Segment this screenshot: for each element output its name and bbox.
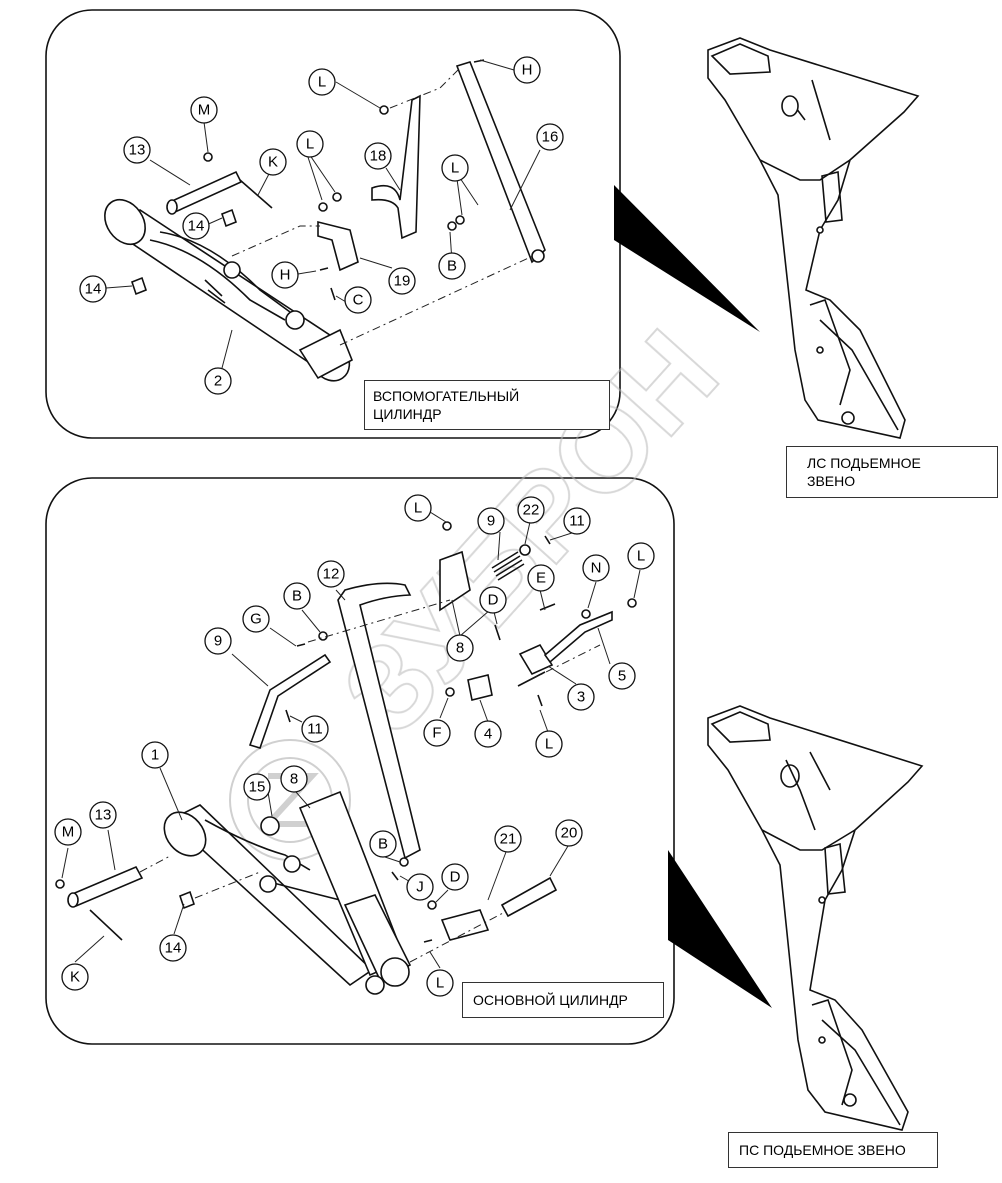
main-cylinder-panel-frame <box>45 477 675 1045</box>
left-caption-line2: ЗВЕНО <box>807 473 856 489</box>
callout-J: J <box>416 879 424 896</box>
callout-L: L <box>451 160 459 177</box>
callout-M: M <box>62 824 75 841</box>
callout-G: G <box>250 611 262 628</box>
callout-8: 8 <box>290 771 298 788</box>
aux-link-18 <box>371 94 421 240</box>
aux-cylinder-caption: ВСПОМОГАТЕЛЬНЫЙ ЦИЛИНДР <box>364 380 610 430</box>
main-plate-21 <box>440 909 490 941</box>
callout-H: H <box>280 267 291 284</box>
callout-L: L <box>318 74 326 91</box>
callout-L: L <box>306 136 314 153</box>
callout-14: 14 <box>188 218 205 235</box>
callout-B: B <box>378 836 388 853</box>
callout-2: 2 <box>214 373 222 390</box>
right-caption-text: ПС ПОДЬЕМНОЕ ЗВЕНО <box>739 1142 906 1158</box>
callout-L: L <box>545 736 553 753</box>
aux-cylinder-drawing <box>104 59 546 382</box>
callout-K: K <box>70 969 80 986</box>
aux-caption-line2: ЦИЛИНДР <box>373 406 442 422</box>
callout-21: 21 <box>500 831 517 848</box>
callout-B: B <box>292 588 302 605</box>
callout-C: C <box>353 292 364 309</box>
callout-4: 4 <box>484 726 492 743</box>
callout-3: 3 <box>577 689 585 706</box>
main-pointer-wedge <box>668 850 772 1008</box>
right-lift-link-caption: ПС ПОДЬЕМНОЕ ЗВЕНО <box>728 1132 938 1168</box>
aux-bar-16 <box>455 61 546 264</box>
main-pin-13 <box>68 865 144 908</box>
callout-19: 19 <box>394 273 411 290</box>
callout-13: 13 <box>129 142 146 159</box>
callout-16: 16 <box>542 129 559 146</box>
main-pin-20 <box>500 876 558 918</box>
callout-11: 11 <box>569 513 585 530</box>
callout-15: 15 <box>249 779 266 796</box>
main-bar-12 <box>337 582 421 860</box>
left-caption-line1: ЛС ПОДЬЕМНОЕ <box>807 455 921 471</box>
callout-11: 11 <box>307 721 323 738</box>
left-lift-link-view <box>707 37 920 439</box>
aux-callouts: L H M 13 K 16 18 L L 14 14 B H 19 C 2 <box>79 56 564 395</box>
callout-1: 1 <box>151 747 159 764</box>
callout-E: E <box>536 570 546 587</box>
callout-5: 5 <box>618 668 626 685</box>
callout-22: 22 <box>523 502 540 519</box>
callout-L: L <box>637 548 645 565</box>
callout-14: 14 <box>85 281 102 298</box>
main-rod-9 <box>248 653 332 749</box>
aux-pointer-wedge <box>614 185 760 332</box>
callout-13: 13 <box>95 807 112 824</box>
aux-pin-13 <box>168 170 243 214</box>
callout-12: 12 <box>323 566 340 583</box>
callout-N: N <box>591 560 602 577</box>
callout-L: L <box>414 500 422 517</box>
main-cylinder-drawing <box>55 511 641 995</box>
callout-H: H <box>522 62 533 79</box>
aux-caption-line1: ВСПОМОГАТЕЛЬНЫЙ <box>373 388 520 404</box>
left-lift-link-caption: ЛС ПОДЬЕМНОЕ ЗВЕНО <box>786 446 998 498</box>
callout-B: B <box>447 258 457 275</box>
aux-bracket-19 <box>317 220 359 272</box>
callout-8: 8 <box>456 640 464 657</box>
callout-18: 18 <box>370 148 387 165</box>
callout-M: M <box>198 102 211 119</box>
callout-F: F <box>432 725 441 742</box>
callout-9: 9 <box>487 513 495 530</box>
callout-D: D <box>450 869 461 886</box>
callout-9: 9 <box>214 633 222 650</box>
right-lift-link-view <box>707 705 924 1131</box>
main-cylinder-caption: ОСНОВНОЙ ЦИЛИНДР <box>462 982 664 1018</box>
main-callouts: L 22 9 11 12 B E N L G D 8 9 5 3 4 F 11 … <box>54 494 655 997</box>
callout-L: L <box>436 975 444 992</box>
callout-20: 20 <box>561 825 578 842</box>
main-caption-text: ОСНОВНОЙ ЦИЛИНДР <box>473 992 628 1008</box>
callout-14: 14 <box>165 940 182 957</box>
callout-D: D <box>488 592 499 609</box>
callout-K: K <box>268 154 278 171</box>
